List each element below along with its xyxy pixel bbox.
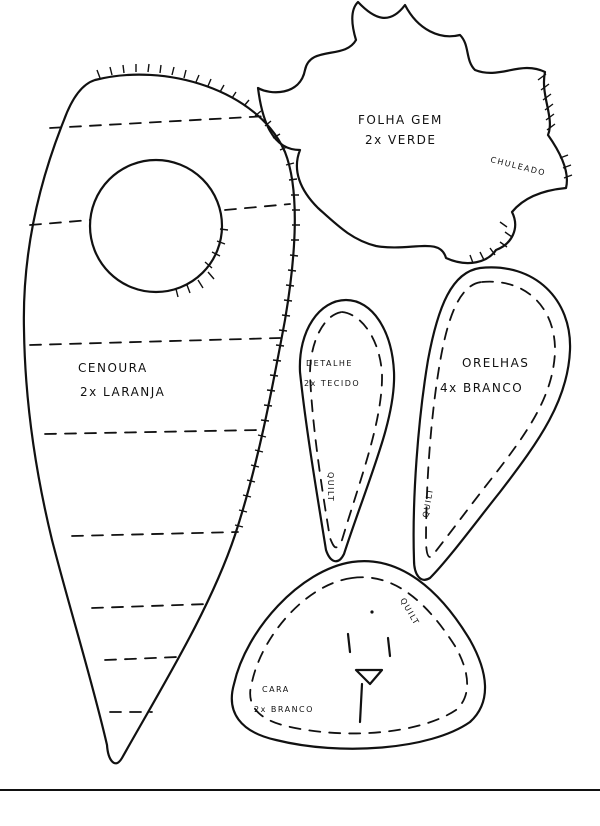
carrot-fold-line-2a xyxy=(29,219,91,226)
carrot-fold-line-7 xyxy=(104,656,179,661)
leaf-outline xyxy=(256,0,568,265)
face-note-label: QUILT xyxy=(398,597,421,628)
carrot-piece: CENOURA 2x LARANJA xyxy=(22,63,300,765)
detail-outline xyxy=(298,298,396,563)
detail-piece: DETALHE 2x TECIDO QUILT xyxy=(298,298,396,563)
ear-piece: ORELHAS 4x BRANCO QUILT xyxy=(412,266,572,581)
face-piece: CARA 2x BRANCO QUILT xyxy=(230,560,487,750)
face-eye-left xyxy=(346,632,352,654)
face-name-label: CARA xyxy=(262,685,290,694)
carrot-outline xyxy=(22,73,296,765)
detail-name-label: DETALHE xyxy=(306,359,353,368)
detail-qty-label: 2x TECIDO xyxy=(304,379,360,388)
leaf-note-label: CHULEADO xyxy=(490,155,547,177)
carrot-fold-line-2b xyxy=(224,203,291,211)
carrot-opening-stitch xyxy=(175,228,229,298)
carrot-fold-line-3 xyxy=(29,337,281,346)
face-outline xyxy=(230,560,487,750)
carrot-face-opening xyxy=(88,158,224,294)
leaf-name-label: FOLHA GEM xyxy=(358,113,443,127)
ear-quilt-line xyxy=(425,280,556,558)
carrot-fold-line-6 xyxy=(91,603,209,609)
carrot-fold-line-1 xyxy=(49,115,269,129)
face-mouth-line xyxy=(358,682,364,724)
detail-note-label: QUILT xyxy=(326,472,335,502)
carrot-stitch-edge xyxy=(96,63,300,528)
ear-note-label: QUILT xyxy=(421,487,435,518)
face-mark-dot xyxy=(370,610,374,614)
carrot-fold-line-4 xyxy=(44,429,261,435)
leaf-piece: FOLHA GEM 2x VERDE CHULEADO xyxy=(256,0,573,265)
ear-outline xyxy=(412,266,572,581)
carrot-name-label: CENOURA xyxy=(78,361,148,375)
ear-name-label: ORELHAS xyxy=(462,356,529,370)
carrot-qty-label: 2x LARANJA xyxy=(80,385,165,399)
face-quilt-line xyxy=(249,576,469,735)
leaf-qty-label: 2x VERDE xyxy=(365,133,437,147)
carrot-fold-line-5 xyxy=(71,531,239,537)
leaf-stitch-edge xyxy=(469,73,573,264)
detail-quilt-line xyxy=(309,311,383,549)
ear-qty-label: 4x BRANCO xyxy=(440,381,523,395)
face-nose xyxy=(354,668,384,686)
face-qty-label: 2x BRANCO xyxy=(254,705,314,714)
face-eye-right xyxy=(386,636,392,658)
